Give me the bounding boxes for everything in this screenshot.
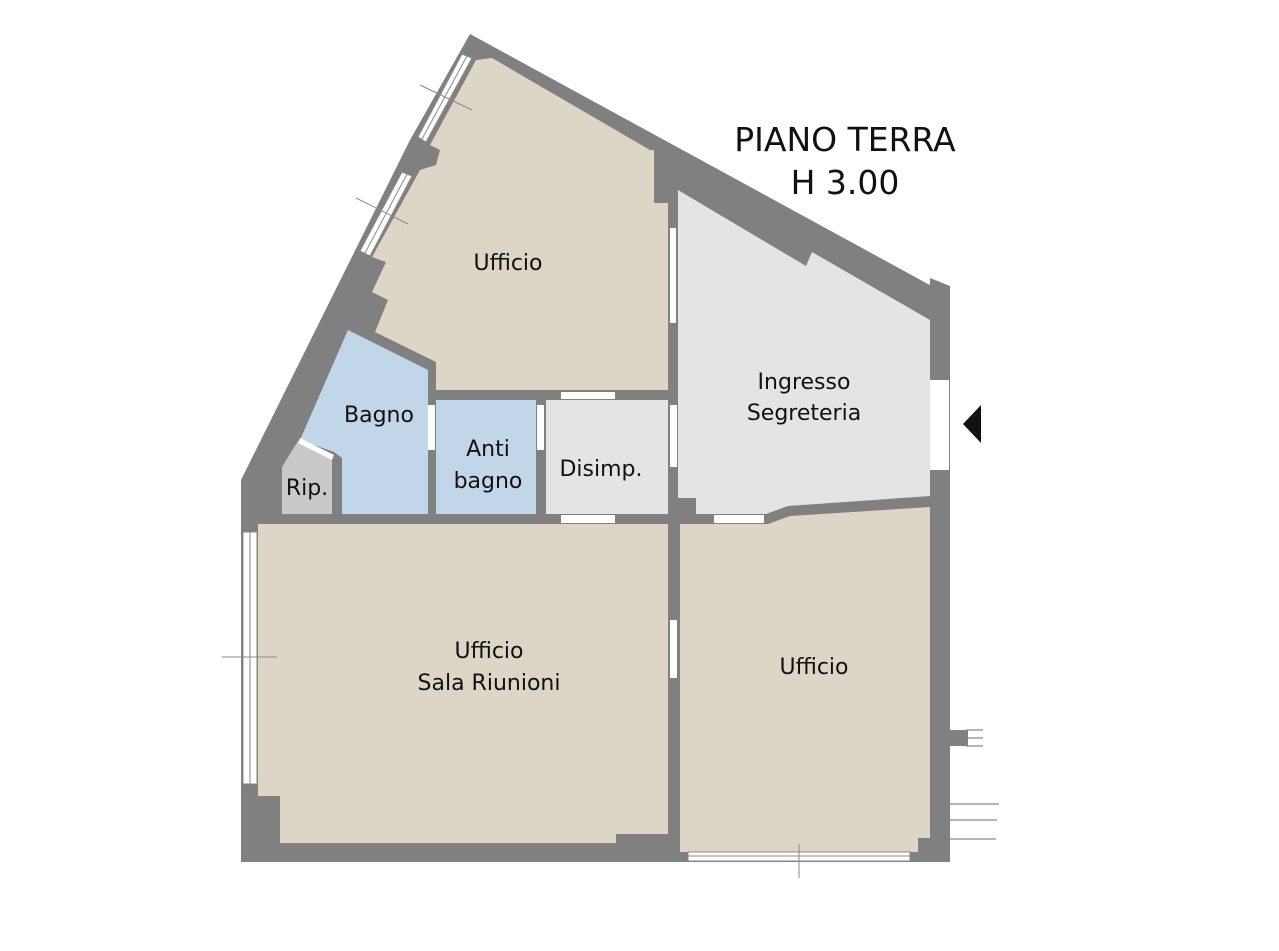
label-disimpegno: Disimp.: [559, 457, 642, 482]
room-bagno[interactable]: [300, 330, 428, 514]
door-disimp-sala: [561, 515, 615, 523]
label-ingresso-line2: Segreteria: [747, 401, 861, 426]
door-bagno-antibagno: [428, 405, 435, 450]
door-ufficio-ingresso: [670, 228, 676, 323]
plan-height: H 3.00: [791, 163, 900, 202]
door-ingresso-ufficio: [714, 515, 764, 523]
door-rip: [298, 438, 334, 460]
room-antibagno[interactable]: [436, 400, 536, 514]
windows: [222, 53, 911, 878]
label-ingresso-line1: Ingresso: [758, 370, 851, 395]
door-sala-ufficio: [670, 620, 677, 678]
door-disimp-ufficio: [561, 392, 615, 399]
label-sala-line1: Ufficio: [454, 639, 523, 664]
openings: [298, 228, 949, 678]
room-ufficio-top[interactable]: [372, 58, 668, 390]
entrance-arrow-icon: [963, 405, 981, 443]
label-ufficio-right: Ufficio: [779, 655, 848, 680]
door-antibagno-disimp: [537, 405, 544, 450]
label-ripostiglio: Rip.: [286, 476, 328, 501]
main-entrance-door: [930, 380, 949, 470]
plan-title: PIANO TERRA: [734, 120, 956, 159]
room-ufficio-right[interactable]: [680, 507, 930, 852]
room-sala-riunioni[interactable]: [258, 524, 668, 843]
label-antibagno-line1: Anti: [466, 437, 510, 462]
room-disimpegno[interactable]: [546, 400, 668, 514]
label-sala-line2: Sala Riunioni: [418, 671, 561, 696]
label-ufficio-top: Ufficio: [473, 251, 542, 276]
room-ingresso-segreteria[interactable]: [678, 190, 930, 514]
room-ripostiglio[interactable]: [282, 441, 332, 514]
external-steps: [950, 729, 999, 840]
door-disimp-ingresso: [670, 405, 677, 467]
label-antibagno-line2: bagno: [454, 469, 523, 494]
label-bagno: Bagno: [344, 403, 414, 428]
